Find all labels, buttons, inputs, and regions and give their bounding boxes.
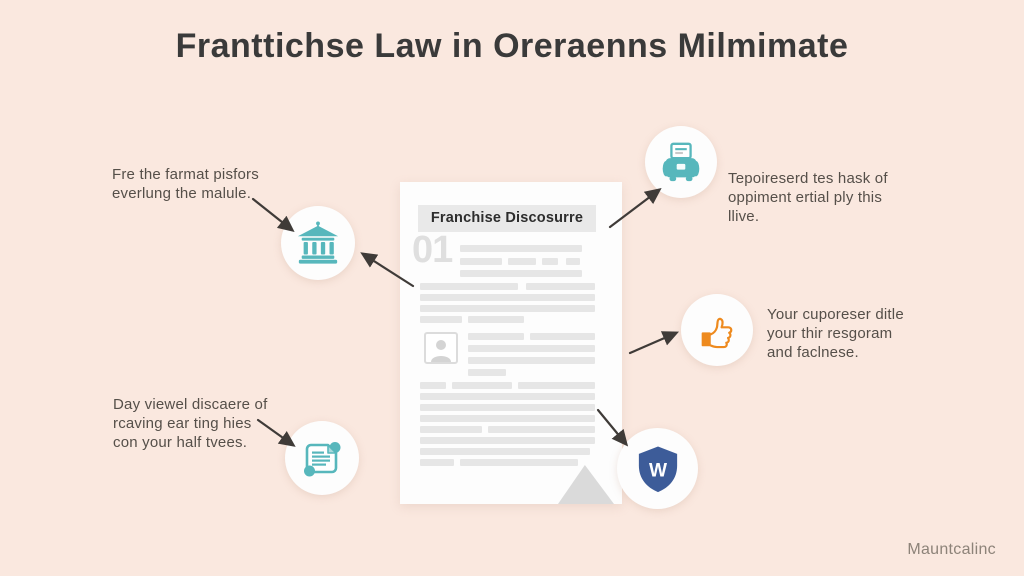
note-icon-badge — [285, 421, 359, 495]
doc-placeholder-line — [452, 382, 512, 389]
document-title-bar: Franchise Discosurre — [418, 205, 596, 232]
annotation-line: Tepoireserd tes hask of — [728, 170, 888, 187]
car-icon-badge — [645, 126, 717, 198]
doc-placeholder-line — [420, 316, 462, 323]
doc-placeholder-line — [468, 357, 595, 364]
brand-watermark: Mauntcalinc — [907, 541, 996, 558]
page-title: Franttichse Law in Oreraenns Milmimate — [175, 27, 849, 65]
doc-placeholder-line — [420, 393, 595, 400]
annotation-middle-right: Your cuporeser ditle your thir resgoram … — [767, 305, 904, 362]
bank-icon — [297, 221, 339, 264]
doc-placeholder-line — [468, 369, 506, 376]
annotation-line: rcaving ear ting hies — [113, 415, 252, 432]
doc-placeholder-line — [530, 333, 595, 340]
doc-placeholder-line — [460, 459, 578, 466]
annotation-line: everlung the malule. — [112, 185, 252, 202]
doc-placeholder-line — [420, 448, 590, 455]
doc-placeholder-line — [542, 258, 558, 265]
shield-icon: W — [638, 446, 677, 492]
doc-placeholder-line — [420, 305, 595, 312]
doc-placeholder-line — [488, 426, 595, 433]
annotation-line: your thir resgoram — [767, 325, 893, 342]
doc-placeholder-line — [420, 459, 454, 466]
doc-placeholder-line — [420, 294, 595, 301]
doc-placeholder-line — [508, 258, 536, 265]
annotation-top-left: Fre the farmat pisfors everlung the malu… — [112, 165, 259, 203]
annotation-line: Fre the farmat pisfors — [112, 166, 259, 183]
shield-icon-badge: W — [617, 428, 698, 509]
thumbs-up-icon — [701, 317, 733, 349]
doc-placeholder-line — [468, 345, 595, 352]
annotation-line: and faclnese. — [767, 344, 859, 361]
annotation-top-right: Tepoireserd tes hask of oppiment ertial … — [728, 169, 888, 226]
car-icon — [662, 142, 700, 182]
arrow-doc-to-thumb — [628, 331, 680, 355]
svg-text:W: W — [648, 460, 667, 481]
note-document-icon — [304, 442, 341, 477]
annotation-line: Day viewel discaere of — [113, 396, 268, 413]
doc-placeholder-line — [420, 404, 595, 411]
doc-placeholder-line — [566, 258, 580, 265]
doc-placeholder-line — [420, 382, 446, 389]
document-page-number: 01 — [412, 229, 453, 271]
doc-placeholder-line — [468, 316, 524, 323]
doc-placeholder-line — [420, 283, 518, 290]
person-icon — [431, 340, 451, 362]
bank-icon-badge — [281, 206, 355, 280]
annotation-bottom-left: Day viewel discaere of rcaving ear ting … — [113, 395, 267, 452]
doc-placeholder-line — [460, 270, 582, 277]
annotation-line: con your half tvees. — [113, 434, 248, 451]
thumbs-up-icon-badge — [681, 294, 753, 366]
photo-placeholder — [424, 332, 458, 364]
annotation-line: llive. — [728, 208, 760, 225]
doc-placeholder-line — [468, 333, 524, 340]
doc-placeholder-line — [420, 437, 595, 444]
doc-placeholder-line — [526, 283, 595, 290]
doc-placeholder-line — [460, 245, 582, 252]
doc-placeholder-line — [460, 258, 502, 265]
annotation-line: oppiment ertial ply this — [728, 189, 883, 206]
doc-placeholder-line — [420, 415, 595, 422]
doc-placeholder-line — [420, 426, 482, 433]
annotation-line: Your cuporeser ditle — [767, 306, 904, 323]
doc-placeholder-line — [518, 382, 595, 389]
franchise-document: Franchise Discosurre 01 — [400, 182, 622, 504]
page-fold — [558, 465, 614, 504]
